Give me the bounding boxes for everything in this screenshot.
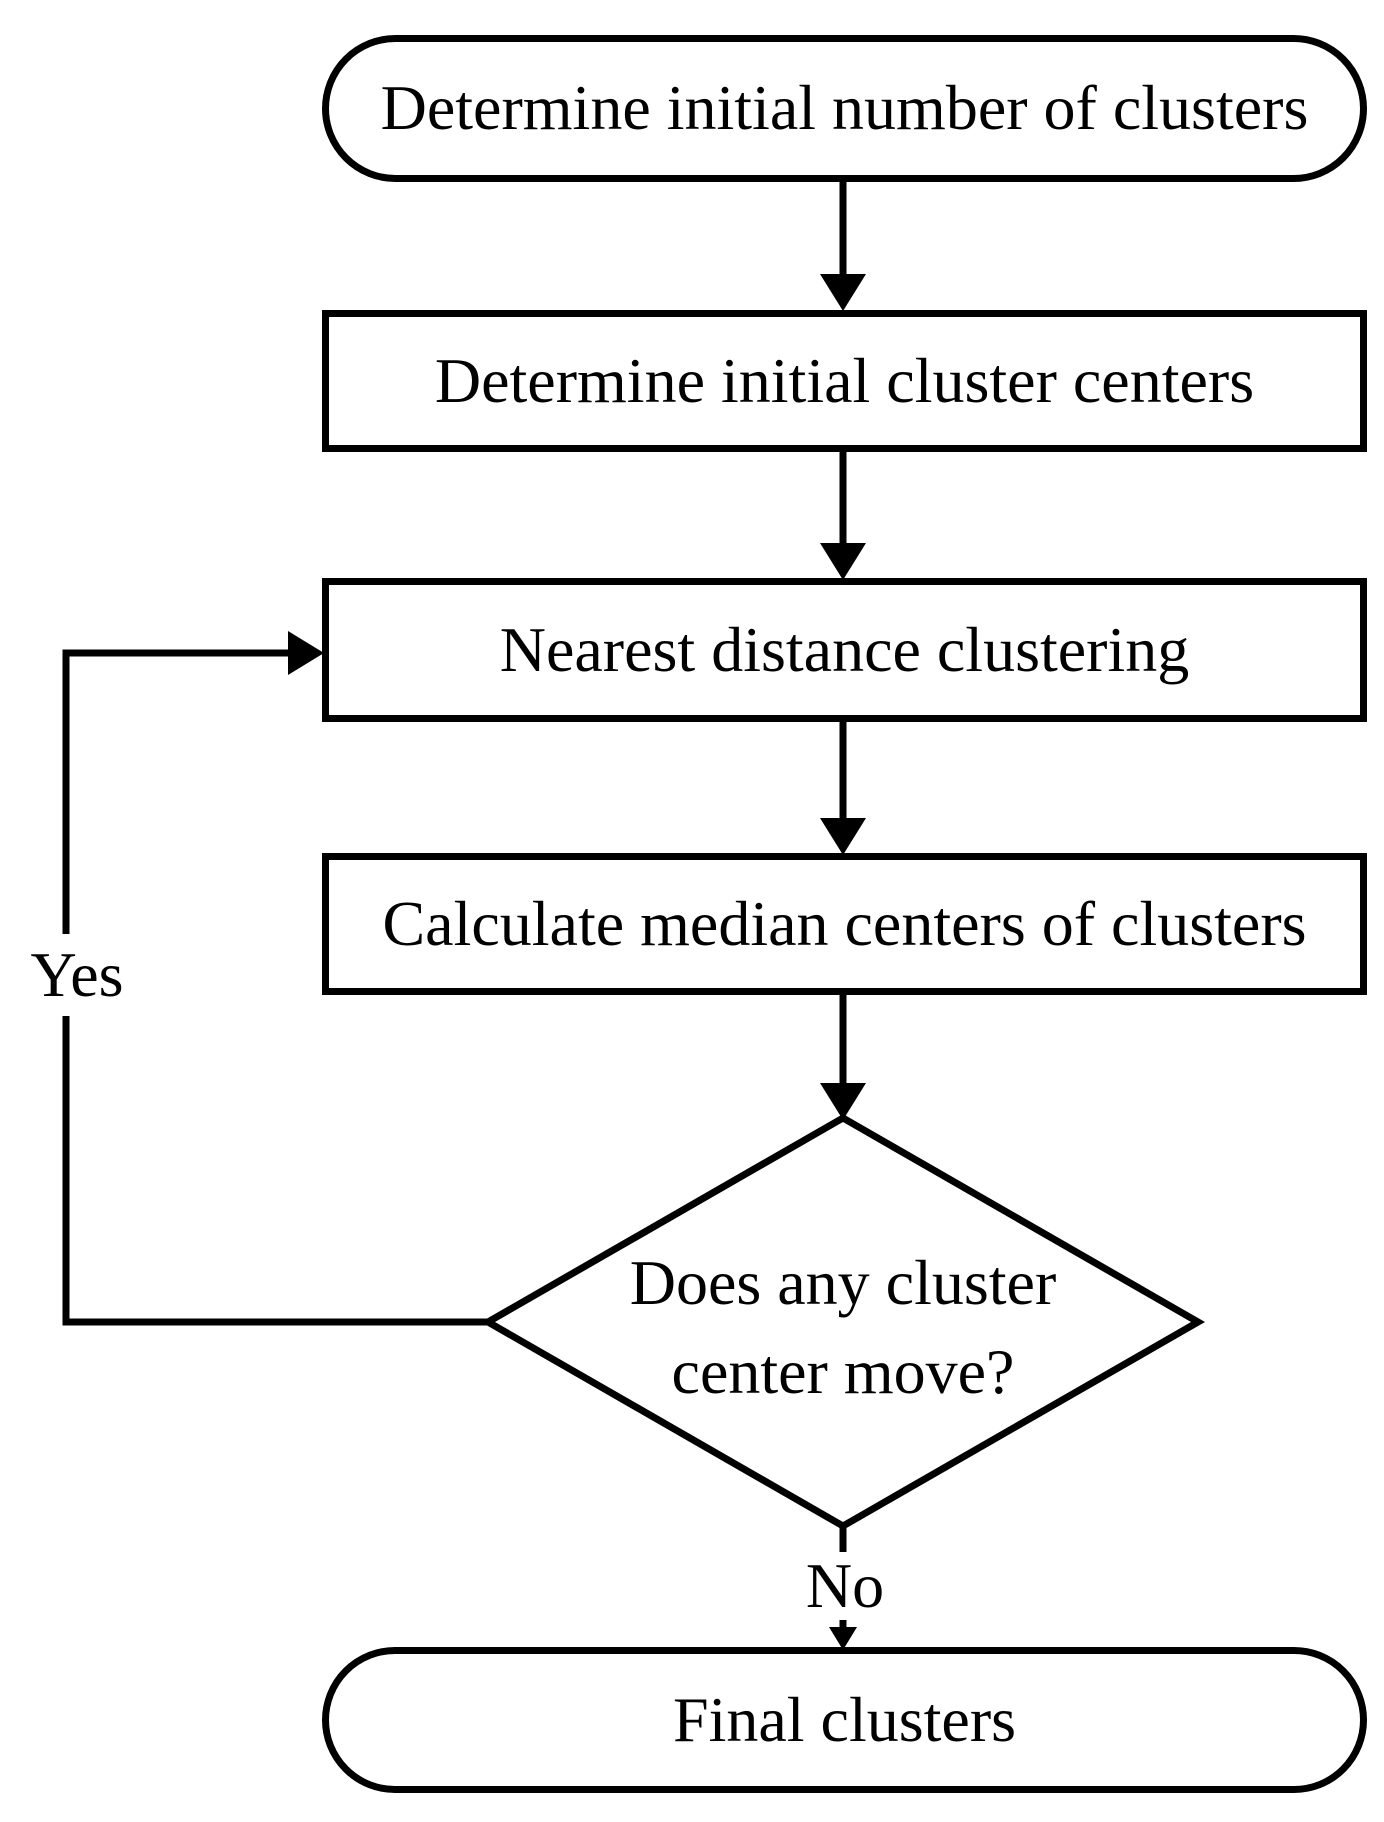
edge-label-yes: Yes <box>8 934 146 1016</box>
arrow-start-to-init-centers <box>820 179 866 311</box>
arrow-init-centers-to-clustering <box>820 449 866 580</box>
node-clustering-process: Nearest distance clustering <box>322 578 1367 722</box>
node-final-label: Final clusters <box>672 1683 1017 1755</box>
edge-label-no: No <box>777 1550 913 1621</box>
arrow-clustering-to-median-centers <box>820 719 866 855</box>
node-init-centers-label: Determine initial cluster centers <box>434 344 1255 416</box>
arrow-median-centers-to-decision <box>820 992 866 1120</box>
node-median-centers-process: Calculate median centers of clusters <box>322 853 1367 995</box>
node-final-terminator: Final clusters <box>322 1647 1367 1793</box>
node-decision-label-line2: center move? <box>671 1336 1015 1407</box>
node-start-terminator: Determine initial number of clusters <box>322 35 1367 182</box>
node-decision-label-line1: Does any cluster <box>629 1247 1057 1318</box>
edge-label-yes-text: Yes <box>30 939 124 1010</box>
node-init-centers-process: Determine initial cluster centers <box>322 310 1367 452</box>
edge-label-no-text: No <box>805 1550 885 1621</box>
node-decision-label: Does any cluster center move? <box>548 1238 1138 1416</box>
node-median-centers-label: Calculate median centers of clusters <box>382 887 1307 959</box>
node-clustering-label: Nearest distance clustering <box>499 613 1190 685</box>
node-start-label: Determine initial number of clusters <box>380 72 1309 144</box>
